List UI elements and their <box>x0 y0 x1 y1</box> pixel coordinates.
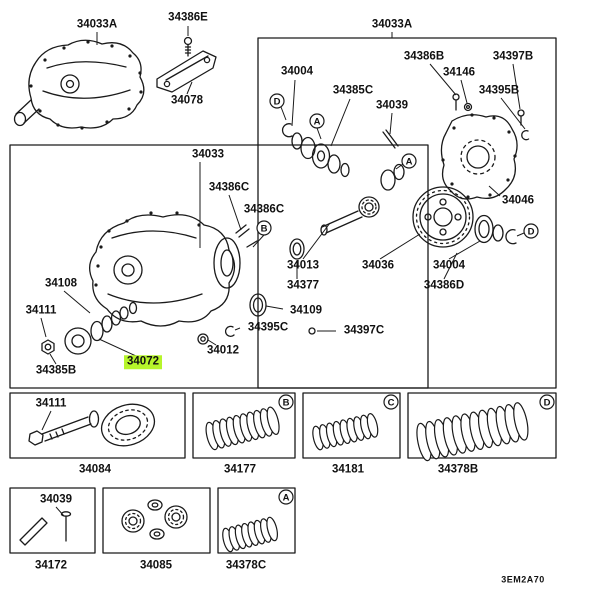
part-label-34395c: 34395C <box>247 321 289 334</box>
bolt-dots <box>29 40 143 130</box>
part-label-34385c: 34385C <box>332 84 374 97</box>
lock-pin-34172-drawing <box>19 511 72 546</box>
part-label-34012: 34012 <box>207 344 239 357</box>
part-label-34386d: 34386D <box>423 279 465 292</box>
svg-text:B: B <box>283 398 290 409</box>
part-label-34386c-2: 34386C <box>243 203 285 216</box>
part-label-34072-highlighted: 34072 <box>124 355 162 369</box>
bolt-dots <box>94 211 201 287</box>
panel-letter-b: B <box>278 394 294 410</box>
callout-a-1: A <box>309 113 325 129</box>
part-label-34181: 34181 <box>332 463 364 476</box>
part-label-34386e: 34386E <box>168 11 208 24</box>
spring-34378c-drawing <box>220 515 281 554</box>
part-label-34033: 34033 <box>192 148 224 161</box>
part-label-34078: 34078 <box>171 94 203 107</box>
spring-34378b-drawing <box>413 400 532 463</box>
callout-d-1: D <box>269 93 285 109</box>
part-label-34397c: 34397C <box>343 324 385 337</box>
part-label-34111-main: 34111 <box>25 304 57 317</box>
callout-b-1: B <box>256 220 272 236</box>
cover-34046-drawing <box>440 93 530 200</box>
part-label-34085: 34085 <box>140 559 172 572</box>
part-label-34108: 34108 <box>45 277 77 290</box>
part-label-34046: 34046 <box>502 194 534 207</box>
part-label-34109: 34109 <box>290 304 322 317</box>
svg-text:A: A <box>314 117 321 128</box>
svg-text:C: C <box>388 398 395 409</box>
part-label-34039-main: 34039 <box>376 99 408 112</box>
frame-boxes <box>9 37 557 554</box>
part-label-34378c: 34378C <box>225 559 267 572</box>
bolt-dots <box>441 113 517 199</box>
differential-gear-set-drawing <box>121 499 188 540</box>
spring-34181-drawing <box>310 412 381 452</box>
exploded-internals-drawing <box>281 123 517 260</box>
callout-d-2: D <box>523 223 539 239</box>
svg-text:D: D <box>544 398 551 409</box>
panel-letter-a: A <box>278 489 294 505</box>
flange-washers-seals-drawing <box>41 293 316 355</box>
svg-text:D: D <box>528 227 535 238</box>
part-label-34033a-top: 34033A <box>76 18 118 31</box>
bolt-34386e-drawing <box>183 36 193 57</box>
panel-letter-d: D <box>539 394 555 410</box>
differential-assembly-drawing <box>13 39 145 130</box>
differential-carrier-34033-drawing <box>89 211 258 327</box>
part-label-34397b: 34397B <box>492 50 534 63</box>
part-label-34386c-1: 34386C <box>208 181 250 194</box>
svg-text:B: B <box>261 224 268 235</box>
part-label-34395b: 34395B <box>478 84 520 97</box>
part-label-34039-box: 34039 <box>40 493 72 506</box>
part-label-34036: 34036 <box>362 259 394 272</box>
part-label-34172: 34172 <box>35 559 67 572</box>
part-label-34013: 34013 <box>287 259 319 272</box>
leader-lines <box>40 26 526 517</box>
svg-text:D: D <box>274 97 281 108</box>
part-label-34177: 34177 <box>224 463 256 476</box>
part-label-34111-box: 34111 <box>35 397 67 410</box>
svg-text:A: A <box>406 157 413 168</box>
callout-a-2: A <box>401 153 417 169</box>
spring-34177-drawing <box>203 405 282 452</box>
part-label-34385b: 34385B <box>35 364 77 377</box>
part-label-34084: 34084 <box>79 463 111 476</box>
part-label-34378b: 34378B <box>437 463 479 476</box>
diagram-code: 3EM2A70 <box>501 574 545 585</box>
part-label-34004-left: 34004 <box>281 65 313 78</box>
svg-text:A: A <box>283 493 290 504</box>
panel-letter-c: C <box>383 394 399 410</box>
part-label-34033a-main: 34033A <box>371 18 413 31</box>
part-label-34146: 34146 <box>443 66 475 79</box>
part-label-34377: 34377 <box>287 279 319 292</box>
part-label-34004-right: 34004 <box>433 259 465 272</box>
drive-pinion-set-drawing <box>28 403 156 447</box>
part-label-34386b: 34386B <box>403 50 445 63</box>
bracket-34078-drawing <box>156 50 217 93</box>
